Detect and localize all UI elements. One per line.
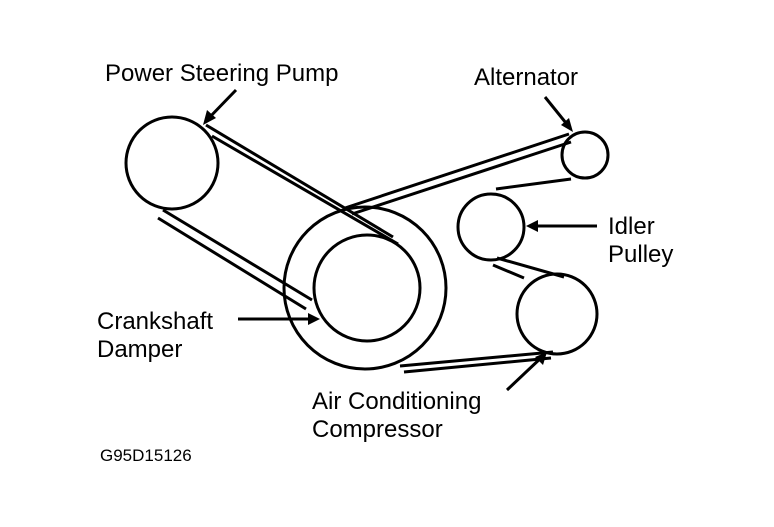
power-steering-pump-pulley [124, 115, 220, 211]
label-idler-line1: Idler [608, 213, 655, 240]
label-ac-line1: Air Conditioning [312, 388, 482, 415]
idler-pulley [456, 192, 526, 262]
arrowhead-idler [526, 220, 538, 232]
arrowhead-alternator [561, 118, 573, 132]
ac-compressor-pulley [515, 272, 599, 356]
crankshaft-damper-inner [312, 233, 422, 343]
belt [157, 123, 572, 374]
figure-code: G95D15126 [100, 446, 192, 465]
label-ac-line2: Compressor [312, 416, 443, 443]
label-crankshaft-line1: Crankshaft [97, 308, 214, 335]
arrowhead-air-conditioning [535, 352, 547, 365]
arrowhead-crankshaft [308, 313, 320, 325]
leader-air-conditioning [505, 354, 545, 392]
arrowhead-power-steering [203, 110, 216, 125]
crankshaft-damper-outer [282, 205, 448, 371]
label-crankshaft-line2: Damper [97, 336, 183, 363]
label-idler-line2: Pulley [608, 241, 674, 268]
label-power-steering-pump: Power Steering Pump [105, 60, 339, 87]
alternator-pulley [560, 130, 610, 180]
label-alternator: Alternator [474, 64, 579, 91]
